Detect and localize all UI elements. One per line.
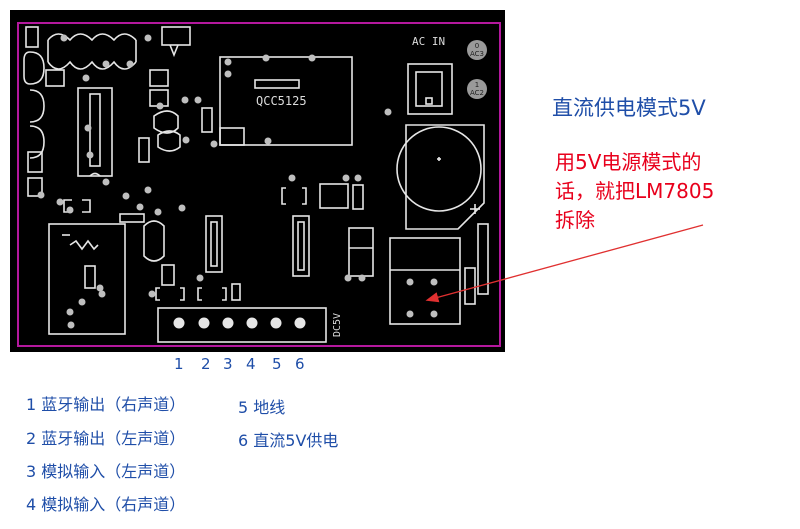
pin-number-6: 6: [295, 355, 305, 373]
note-line-1: 用5V电源模式的: [555, 150, 702, 174]
pin-number-1: 1: [174, 355, 184, 373]
legend-item-3: 3 模拟输入（左声道）: [26, 462, 186, 481]
pin-number-3: 3: [223, 355, 233, 373]
legend-item-6: 6 直流5V供电: [238, 431, 339, 450]
lm7805-removal-note: 用5V电源模式的 话，就把LM7805 拆除: [555, 148, 714, 235]
chip-label: QCC5125: [256, 94, 307, 108]
legend-item-5: 5 地线: [238, 398, 286, 417]
ac3-pad-number: 0: [475, 42, 479, 50]
note-line-3: 拆除: [555, 208, 595, 232]
board-outline: [17, 22, 501, 347]
board-background: [10, 10, 505, 352]
ac-in-label: AC IN: [412, 35, 445, 48]
dc5v-label: DC5V: [332, 313, 343, 337]
note-line-2: 话，就把LM7805: [555, 179, 715, 203]
power-mode-title: 直流供电模式5V: [552, 96, 706, 120]
ac3-label: AC3: [470, 50, 484, 58]
ac2-pad-number: 1: [475, 81, 479, 89]
pin-number-4: 4: [246, 355, 256, 373]
ac2-label: AC2: [470, 89, 484, 97]
pcb-silkscreen-image: AC IN 0 AC3 1 AC2 QCC5125 DC5V: [10, 10, 505, 352]
pin-number-5: 5: [272, 355, 282, 373]
legend-item-2: 2 蓝牙输出（左声道）: [26, 429, 186, 448]
legend-item-4: 4 模拟输入（右声道）: [26, 495, 186, 514]
pin-number-2: 2: [201, 355, 211, 373]
legend-item-1: 1 蓝牙输出（右声道）: [26, 395, 186, 414]
